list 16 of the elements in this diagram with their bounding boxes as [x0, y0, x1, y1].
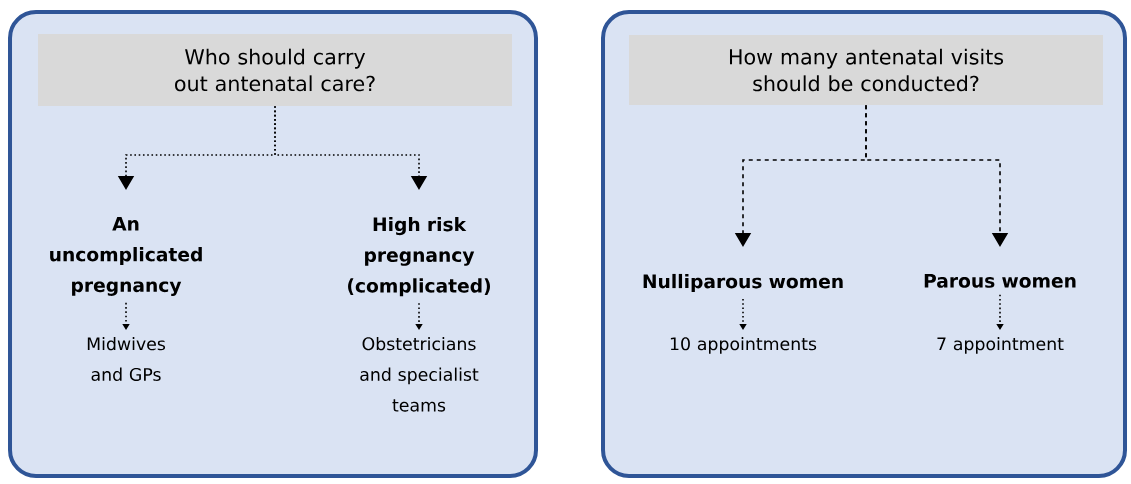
answer-text: 7 appointment [937, 336, 1064, 354]
arrow [996, 293, 1004, 330]
category-text: High risk pregnancy (complicated) [348, 216, 490, 297]
category-text: Nulliparous women [643, 273, 843, 292]
answer-text: 10 appointments [670, 336, 817, 354]
arrow [865, 104, 1009, 247]
category-text: Parous women [924, 273, 1076, 288]
answer-text: Midwives and GPs [87, 336, 166, 381]
arrow [739, 298, 747, 330]
arrow [122, 302, 130, 330]
answer-text: Obstetricians and specialist teams [360, 336, 479, 412]
category-text: An uncomplicated pregnancy [50, 216, 202, 296]
question-box: How many antenatal visits should be conducted? [629, 35, 1103, 105]
question-box: Who should carry out antenatal care? [38, 34, 512, 106]
arrow [274, 105, 428, 190]
arrow [415, 302, 423, 330]
